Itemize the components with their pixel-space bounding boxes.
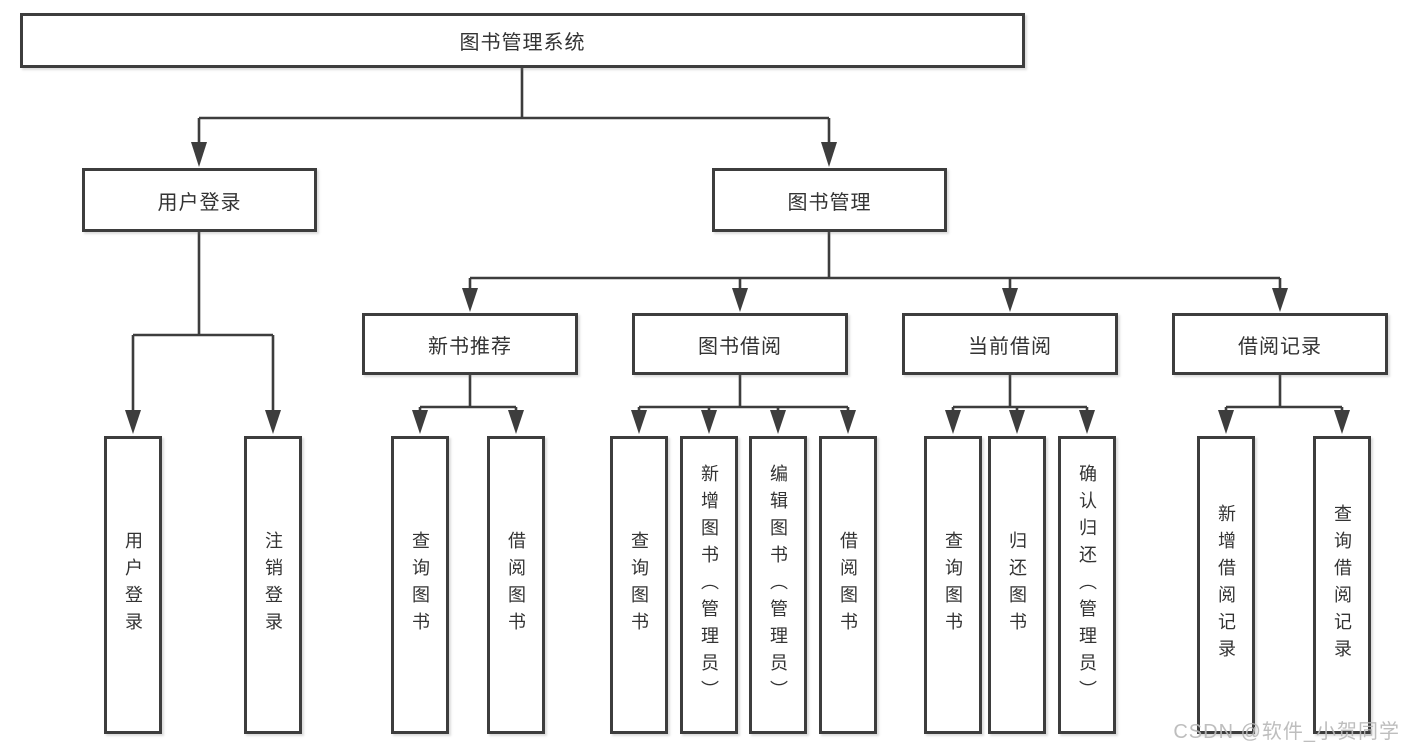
arrowhead-bb-add [701,410,717,434]
node-leaf-query-books-current: 查询图书 [924,436,982,734]
arrowhead-nb-query [412,410,428,434]
arrowhead-bb-borrow [840,410,856,434]
arrowhead-bb-edit [770,410,786,434]
node-borrowing-records-label: 借阅记录 [1238,335,1322,358]
arrowhead-cb-query [945,410,961,434]
node-leaf-logout: 注销登录 [244,436,302,734]
node-book-management: 图书管理 [712,168,947,232]
arrowhead-current-borrowing [1002,288,1018,312]
arrowhead-cb-return [1009,410,1025,434]
node-leaf-edit-book-admin: 编辑图书（管理员） [749,436,807,734]
node-leaf-return-books-label: 归还图书 [1007,531,1027,639]
node-book-borrowing: 图书借阅 [632,313,848,375]
node-leaf-query-borrow-record-label: 查询借阅记录 [1332,504,1352,666]
arrowhead-book-management [821,142,837,167]
node-leaf-add-borrow-record: 新增借阅记录 [1197,436,1255,734]
node-leaf-query-borrow-record: 查询借阅记录 [1313,436,1371,734]
node-leaf-logout-label: 注销登录 [263,531,283,639]
node-new-book-recommend: 新书推荐 [362,313,578,375]
arrowhead-leaf-logout [265,410,281,434]
node-current-borrowing-label: 当前借阅 [968,335,1052,358]
node-root-label: 图书管理系统 [459,32,586,54]
arrowhead-borrowing-records [1272,288,1288,312]
arrowhead-new-book [462,288,478,312]
node-new-book-recommend-label: 新书推荐 [428,335,512,358]
node-current-borrowing: 当前借阅 [902,313,1118,375]
node-borrowing-records: 借阅记录 [1172,313,1388,375]
node-leaf-borrow-books-recommend: 借阅图书 [487,436,545,734]
node-leaf-borrow-books-recommend-label: 借阅图书 [506,531,526,639]
node-leaf-borrow-books: 借阅图书 [819,436,877,734]
node-leaf-user-login: 用户登录 [104,436,162,734]
node-leaf-edit-book-admin-label: 编辑图书（管理员） [768,463,788,707]
node-leaf-query-books-borrowing-label: 查询图书 [629,531,649,639]
node-leaf-add-borrow-record-label: 新增借阅记录 [1216,504,1236,666]
node-leaf-add-book-admin: 新增图书（管理员） [680,436,738,734]
node-root-system: 图书管理系统 [20,13,1025,68]
node-leaf-query-books-borrowing: 查询图书 [610,436,668,734]
node-user-login-label: 用户登录 [157,191,242,214]
node-book-borrowing-label: 图书借阅 [698,335,782,358]
node-user-login: 用户登录 [82,168,317,232]
node-leaf-confirm-return-admin-label: 确认归还（管理员） [1077,463,1097,707]
node-leaf-add-book-admin-label: 新增图书（管理员） [699,463,719,707]
node-leaf-query-books-recommend-label: 查询图书 [410,531,430,639]
csdn-watermark: CSDN @软件_小贺同学 [1173,721,1400,743]
arrowhead-br-query [1334,410,1350,434]
arrowhead-book-borrowing [732,288,748,312]
node-leaf-user-login-label: 用户登录 [123,531,143,639]
arrowhead-br-add [1218,410,1234,434]
arrowhead-user-login [191,142,207,167]
arrowhead-cb-confirm [1079,410,1095,434]
node-leaf-confirm-return-admin: 确认归还（管理员） [1058,436,1116,734]
arrowhead-nb-borrow [508,410,524,434]
arrowhead-bb-query [631,410,647,434]
node-book-management-label: 图书管理 [787,191,872,214]
node-leaf-query-books-recommend: 查询图书 [391,436,449,734]
node-leaf-return-books: 归还图书 [988,436,1046,734]
node-leaf-query-books-current-label: 查询图书 [943,531,963,639]
arrowhead-leaf-login [125,410,141,434]
node-leaf-borrow-books-label: 借阅图书 [838,531,858,639]
